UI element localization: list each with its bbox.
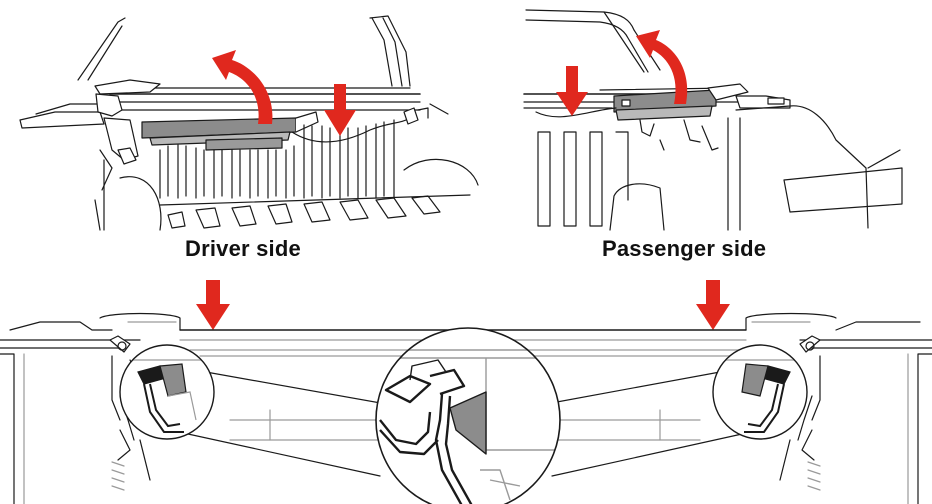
curved-rotate-arrow-icon [636,30,688,104]
left-detail-circle [119,344,215,440]
cross-section-illustration [0,312,932,504]
down-arrow-icon [696,280,730,330]
right-clamp-detail [713,345,807,439]
passenger-side-label: Passenger side [602,236,767,261]
driver-side-illustration [19,15,479,231]
zoom-detail-circle [375,327,561,504]
left-clamp-detail [120,345,214,439]
zoom-detail [376,328,560,504]
right-detail-circle [712,344,808,440]
down-arrow-icon [324,84,356,136]
passenger-side-illustration [523,9,903,231]
down-arrow-icon [196,280,230,330]
curved-rotate-arrow-icon [212,50,273,124]
down-arrow-icon [556,66,588,116]
driver-side-label: Driver side [185,236,301,261]
